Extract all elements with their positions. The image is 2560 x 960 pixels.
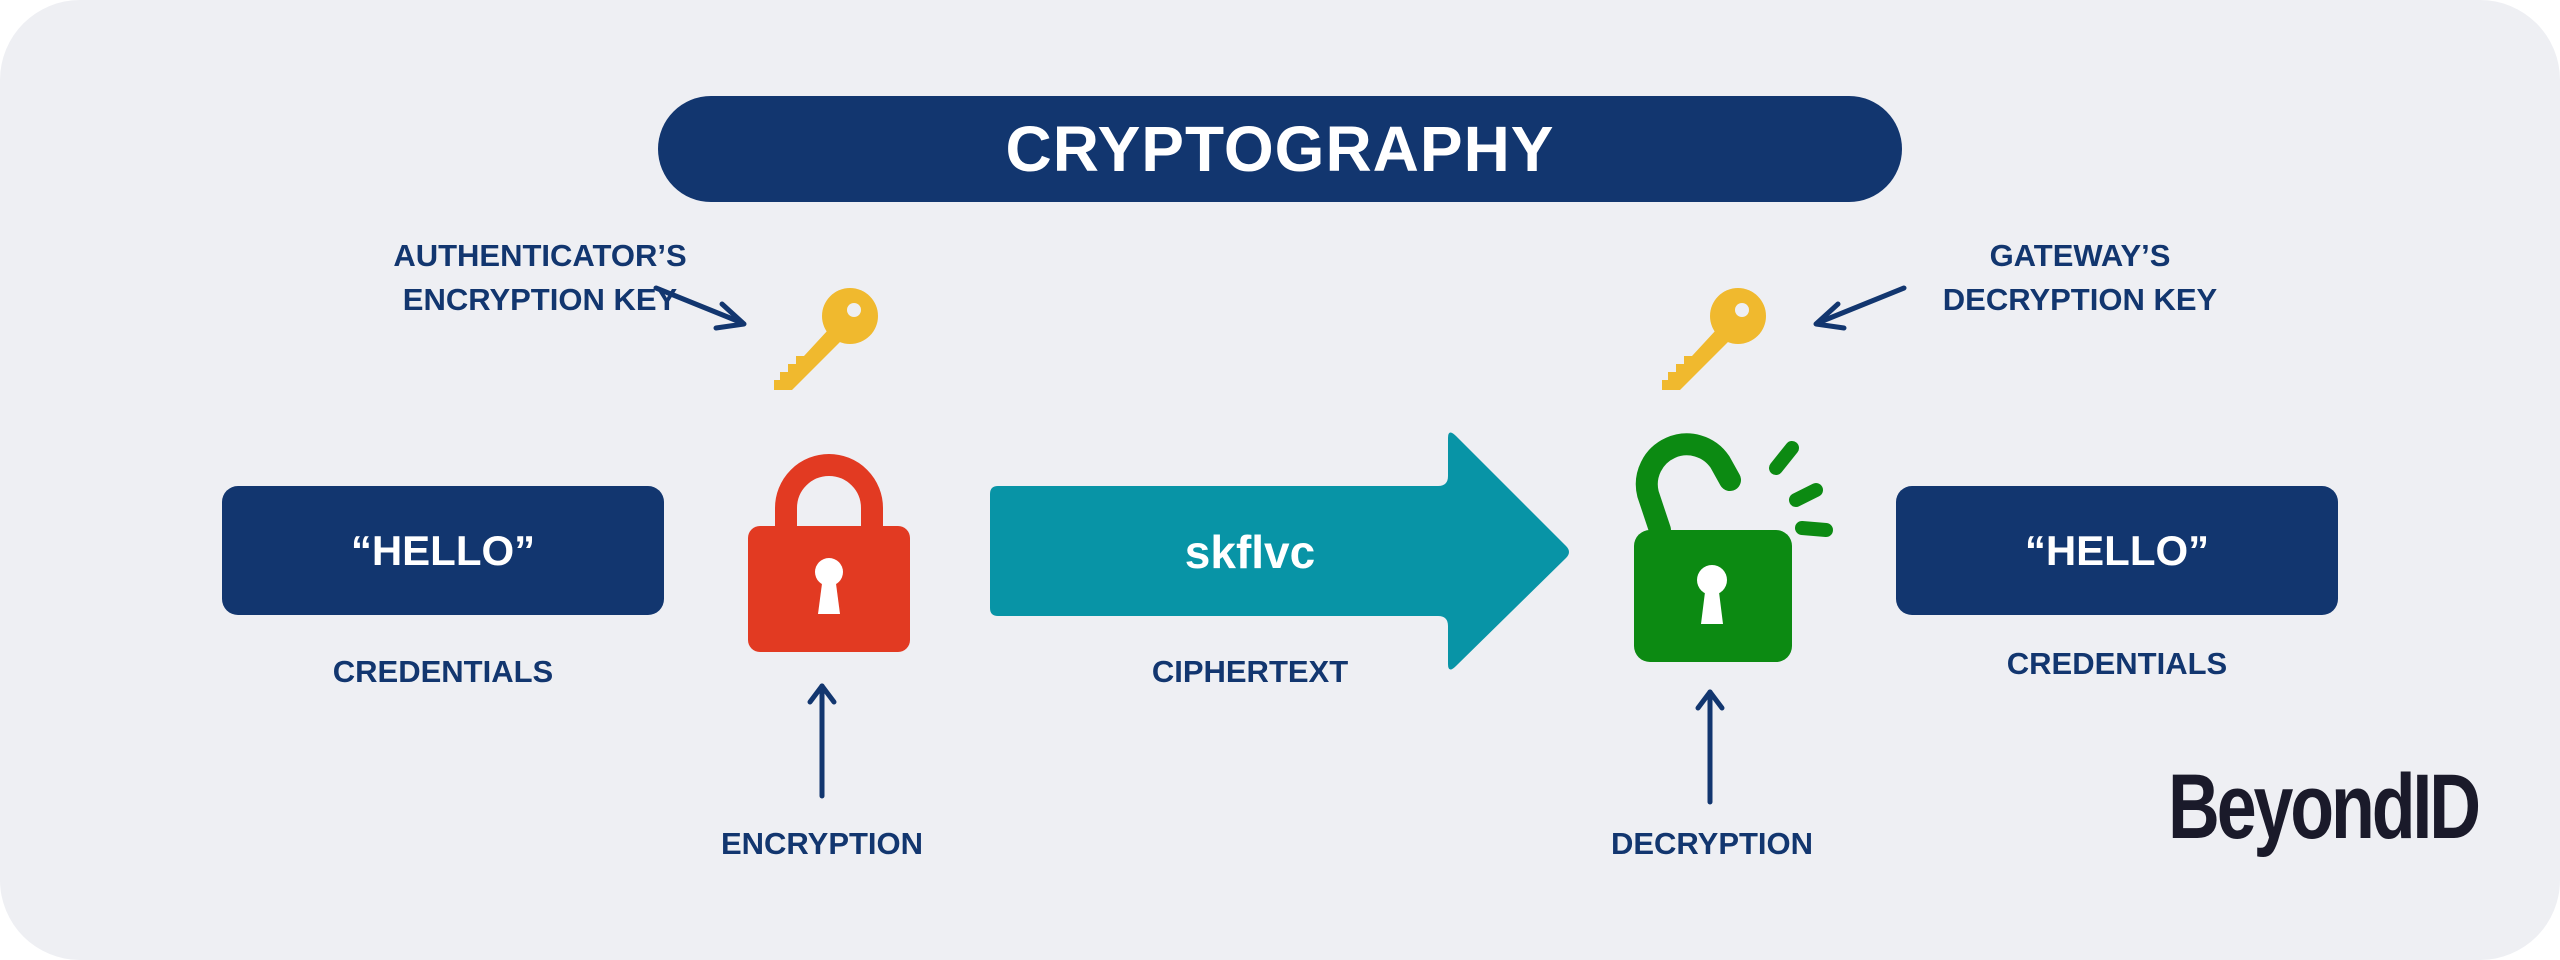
auth-key-pointer-icon <box>653 285 747 331</box>
decryption-label: DECRYPTION <box>1610 826 1814 861</box>
encryption-key-icon <box>774 288 878 390</box>
right-credential-box: “HELLO” <box>1896 486 2338 615</box>
closed-lock-icon <box>748 454 910 652</box>
gateway-key-pointer-icon <box>1813 285 1907 331</box>
right-arrow-icon <box>990 432 1569 670</box>
decryption-key-icon <box>1662 288 1766 390</box>
right-message: “HELLO” <box>2024 526 2210 574</box>
page-title: CRYPTOGRAPHY <box>1005 113 1555 185</box>
ciphertext-value: skflvc <box>1184 526 1316 578</box>
auth-key-label-line1: AUTHENTICATOR’S <box>393 238 687 273</box>
encryption-label: ENCRYPTION <box>720 826 924 861</box>
open-lock-icon <box>1634 433 1833 662</box>
credentials-left-label: CREDENTIALS <box>332 654 554 689</box>
gateway-key-label: GATEWAY’S DECRYPTION KEY <box>1840 234 2320 322</box>
title-banner: CRYPTOGRAPHY <box>658 96 1902 202</box>
gateway-key-label-line2: DECRYPTION KEY <box>1942 282 2218 317</box>
ciphertext-label: CIPHERTEXT <box>1151 654 1349 689</box>
decryption-up-arrow-icon <box>1695 689 1725 805</box>
encryption-up-arrow-icon <box>807 683 837 799</box>
left-credential-box: “HELLO” <box>222 486 664 615</box>
auth-key-label-line2: ENCRYPTION KEY <box>402 282 678 317</box>
beyondid-logo: BeyondID <box>2168 756 2481 858</box>
left-message: “HELLO” <box>350 526 536 574</box>
credentials-right-label: CREDENTIALS <box>2006 646 2228 681</box>
gateway-key-label-line1: GATEWAY’S <box>1989 238 2171 273</box>
auth-key-label: AUTHENTICATOR’S ENCRYPTION KEY <box>300 234 780 322</box>
